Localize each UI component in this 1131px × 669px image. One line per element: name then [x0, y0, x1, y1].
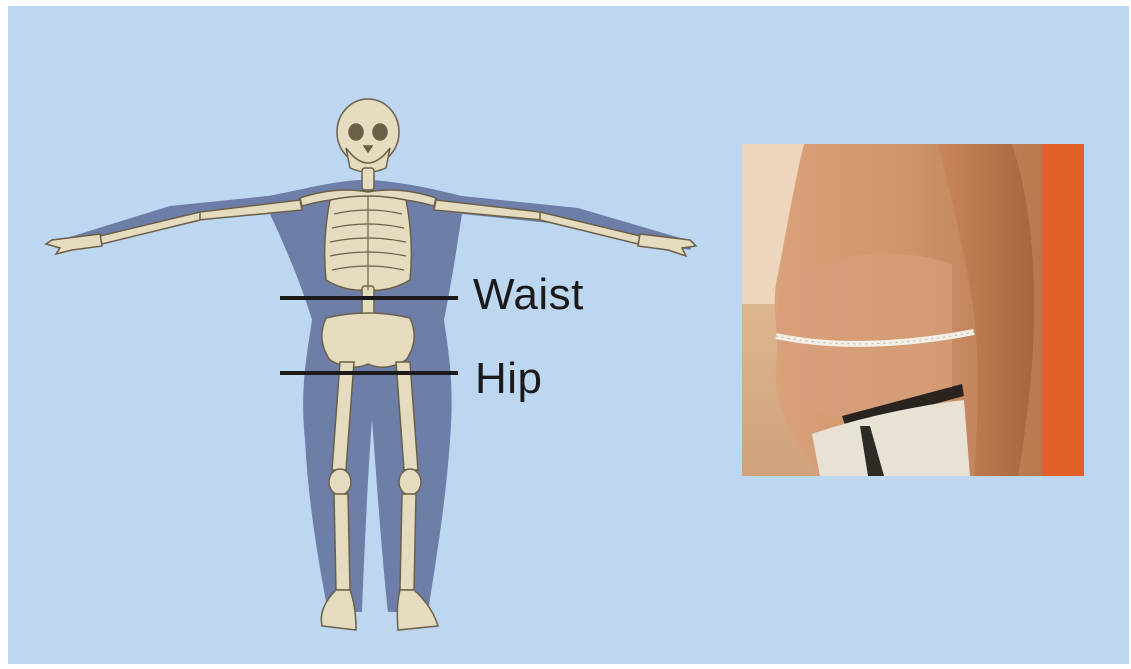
abdomen-tape-measure-photo	[742, 144, 1084, 476]
skeleton-figure	[46, 99, 696, 630]
waist-label: Waist	[473, 273, 584, 317]
hip-label: Hip	[475, 357, 543, 401]
